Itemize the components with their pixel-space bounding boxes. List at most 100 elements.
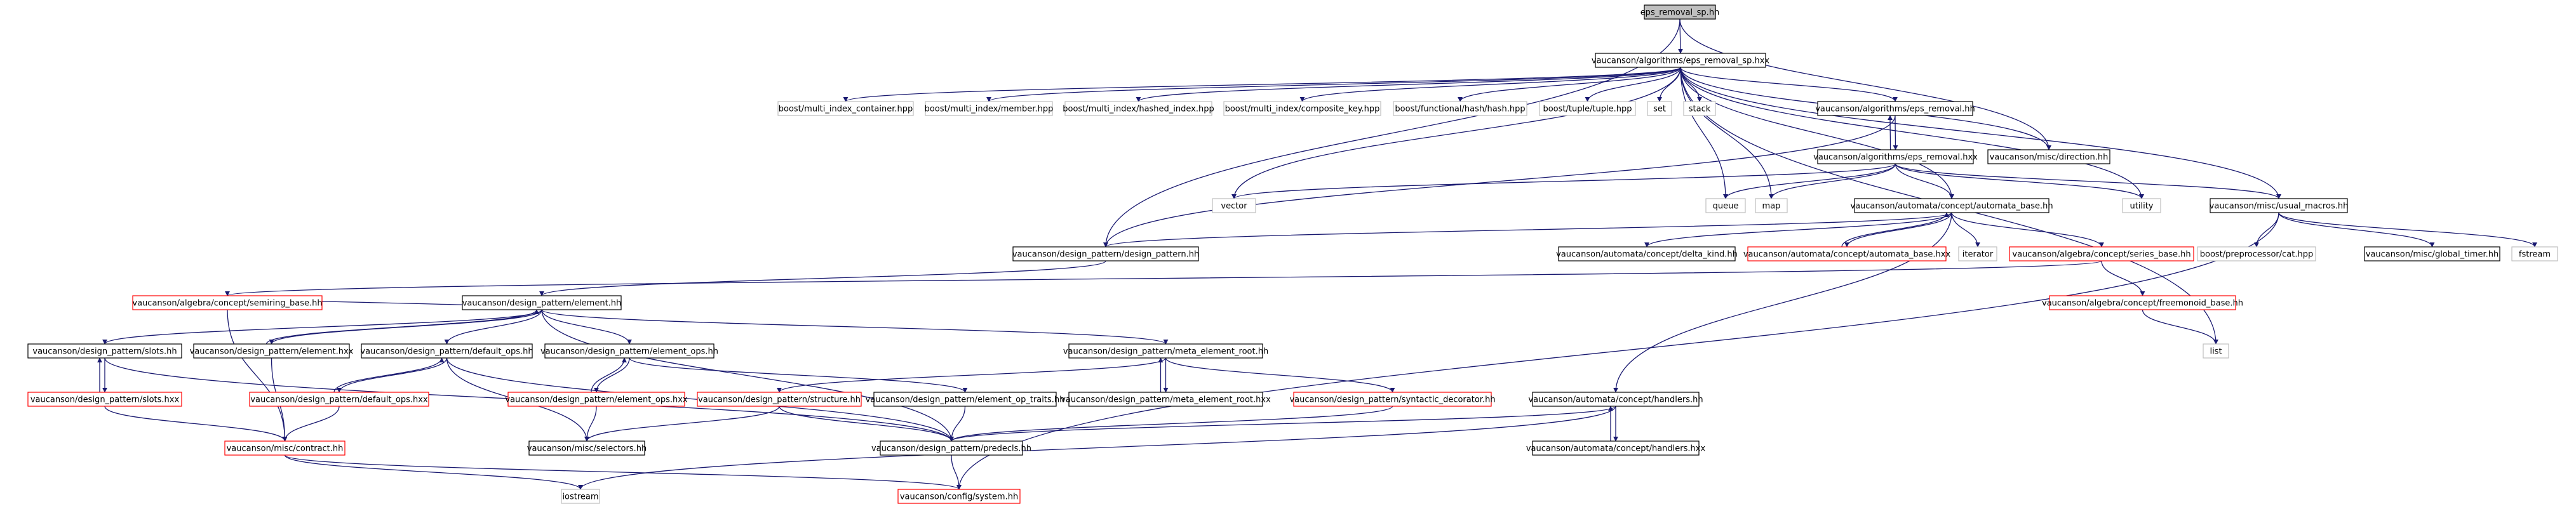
node-set[interactable]: set [1647,101,1672,116]
node-label: vaucanson/design_pattern/element.hxx [190,347,354,357]
node-boost-preprocessor-cat-hpp[interactable]: boost/preprocessor/cat.hpp [2197,246,2316,261]
node-map[interactable]: map [1755,198,1788,213]
node-vaucanson-design-pattern-structure-hh[interactable]: vaucanson/design_pattern/structure.hh [697,392,862,407]
edge-vaucanson-design-pattern-structure-hh-to-vaucanson-misc-selectors-hh [584,406,780,442]
node-vaucanson-design-pattern-syntactic-decorator-hh[interactable]: vaucanson/design_pattern/syntactic_decor… [1289,392,1496,407]
node-label: fstream [2519,250,2551,260]
node-box [925,101,1053,116]
node-vaucanson-algebra-concept-freemonoid-base-hh[interactable]: vaucanson/algebra/concept/freemonoid_bas… [2042,295,2243,310]
edge-vaucanson-algebra-concept-series-base-hh-to-vaucanson-algebra-concept-freemonoid-base-hh [2101,260,2145,296]
node-vector[interactable]: vector [1212,198,1256,213]
node-vaucanson-design-pattern-element-hxx[interactable]: vaucanson/design_pattern/element.hxx [190,343,354,359]
node-box [249,392,429,407]
edge-vaucanson-algorithms-eps-removal-hxx-to-vaucanson-misc-usual-macros-hh [1895,163,2281,199]
node-vaucanson-automata-concept-automata-base-hh[interactable]: vaucanson/automata/concept/automata_base… [1850,198,2053,213]
node-vaucanson-design-pattern-element-op-traits-hh[interactable]: vaucanson/design_pattern/element_op_trai… [866,392,1065,407]
node-label: utility [2130,202,2154,211]
edge-eps-removal-sp-hh-to-vaucanson-design-pattern-design-pattern-hh [1103,18,1680,248]
edge-vaucanson-algorithms-eps-removal-sp-hxx-to-queue [1680,67,1728,199]
node-vaucanson-misc-usual-macros-hh[interactable]: vaucanson/misc/usual_macros.hh [2210,198,2349,213]
node-box [2122,198,2161,213]
node-vaucanson-design-pattern-slots-hh[interactable]: vaucanson/design_pattern/slots.hh [27,343,182,359]
node-vaucanson-design-pattern-meta-element-root-hxx[interactable]: vaucanson/design_pattern/meta_element_ro… [1061,392,1271,407]
node-vaucanson-automata-concept-automata-base-hxx[interactable]: vaucanson/automata/concept/automata_base… [1743,246,1951,261]
node-vaucanson-design-pattern-design-pattern-hh[interactable]: vaucanson/design_pattern/design_pattern.… [1012,246,1199,261]
node-list[interactable]: list [2203,343,2229,359]
node-box [2203,343,2229,359]
edge-vaucanson-automata-concept-automata-base-hh-to-vaucanson-automata-concept-automata-base-hxx [1844,212,1952,248]
edge-vaucanson-misc-usual-macros-hh-to-fstream [2278,212,2537,248]
edge-vaucanson-misc-contract-hh-to-vaucanson-config-system-hh [284,454,962,490]
node-vaucanson-misc-direction-hh[interactable]: vaucanson/misc/direction.hh [1987,149,2110,164]
node-box [1068,392,1263,407]
nodes-layer: eps_removal_sp.hh vaucanson/algorithms/ep… [27,4,2558,504]
node-label: vector [1221,202,1247,211]
edge-vaucanson-design-pattern-element-ops-hh-to-vaucanson-design-pattern-element-ops-hxx [594,357,630,393]
node-label: list [2210,347,2222,357]
node-boost-multi-index-hashed-index-hpp[interactable]: boost/multi_index/hashed_index.hpp [1063,101,1214,116]
node-box [1817,101,1973,116]
node-vaucanson-algebra-concept-semiring-base-hh[interactable]: vaucanson/algebra/concept/semiring_base.… [132,295,323,310]
node-vaucanson-algorithms-eps-removal-sp-hxx[interactable]: vaucanson/algorithms/eps_removal_sp.hxx [1592,53,1770,68]
node-vaucanson-design-pattern-element-ops-hxx[interactable]: vaucanson/design_pattern/element_ops.hxx [505,392,688,407]
edge-vaucanson-design-pattern-meta-element-root-hh-to-vaucanson-design-pattern-structure-hh [777,357,1167,393]
node-vaucanson-misc-contract-hh[interactable]: vaucanson/misc/contract.hh [224,440,345,456]
node-box [1212,198,1256,213]
node-label: boost/preprocessor/cat.hpp [2200,250,2313,260]
edge-vaucanson-algorithms-eps-removal-sp-hxx-to-boost-tuple-tuple-hpp [1585,67,1681,102]
node-vaucanson-config-system-hh[interactable]: vaucanson/config/system.hh [897,489,1021,504]
node-box [1644,4,1716,20]
node-utility[interactable]: utility [2122,198,2161,213]
node-box [1393,101,1527,116]
node-vaucanson-design-pattern-meta-element-root-hh[interactable]: vaucanson/design_pattern/meta_element_ro… [1063,343,1268,359]
node-vaucanson-design-pattern-element-hh[interactable]: vaucanson/design_pattern/element.hh [462,295,622,310]
node-vaucanson-misc-global-timer-hh[interactable]: vaucanson/misc/global_timer.hh [2364,246,2500,261]
node-vaucanson-automata-concept-delta-kind-hh[interactable]: vaucanson/automata/concept/delta_kind.hh [1556,246,1738,261]
edge-vaucanson-algorithms-eps-removal-hxx-to-vaucanson-algorithms-eps-removal-hh [1888,115,1893,150]
node-label: vaucanson/design_pattern/element_op_trai… [866,395,1065,405]
node-label: boost/multi_index/member.hpp [925,105,1054,114]
node-box [2511,246,2558,261]
edge-vaucanson-algebra-concept-freemonoid-base-hh-to-list [2142,309,2218,345]
node-iterator[interactable]: iterator [1958,246,1997,261]
node-vaucanson-design-pattern-slots-hxx[interactable]: vaucanson/design_pattern/slots.hxx [27,392,182,407]
node-boost-functional-hash-hash-hpp[interactable]: boost/functional/hash/hash.hpp [1393,101,1527,116]
node-vaucanson-misc-selectors-hh[interactable]: vaucanson/misc/selectors.hh [527,440,647,456]
edge-vaucanson-algorithms-eps-removal-sp-hxx-to-vaucanson-algorithms-eps-removal-hh [1680,67,1898,102]
edge-vaucanson-design-pattern-element-hh-to-vaucanson-design-pattern-meta-element-root-hh [541,309,1169,345]
node-vaucanson-automata-concept-handlers-hxx[interactable]: vaucanson/automata/concept/handlers.hxx [1526,440,1706,456]
node-label: eps_removal_sp.hh [1640,8,1720,18]
node-vaucanson-design-pattern-predecls-hh[interactable]: vaucanson/design_pattern/predecls.hh [871,440,1031,456]
node-vaucanson-design-pattern-default-ops-hh[interactable]: vaucanson/design_pattern/default_ops.hh [360,343,533,359]
node-vaucanson-algebra-concept-series-base-hh[interactable]: vaucanson/algebra/concept/series_base.hh [2009,246,2194,261]
node-label: vaucanson/design_pattern/element_ops.hxx [505,395,688,405]
node-vaucanson-design-pattern-default-ops-hxx[interactable]: vaucanson/design_pattern/default_ops.hxx [249,392,429,407]
node-vaucanson-algorithms-eps-removal-hxx[interactable]: vaucanson/algorithms/eps_removal.hxx [1813,149,1978,164]
node-box [880,440,1023,456]
node-label: vaucanson/automata/concept/delta_kind.hh [1556,250,1738,260]
node-boost-tuple-tuple-hpp[interactable]: boost/tuple/tuple.hpp [1539,101,1636,116]
edge-vaucanson-design-pattern-default-ops-hxx-to-vaucanson-misc-contract-hh [282,406,340,442]
node-box [1532,392,1700,407]
node-queue[interactable]: queue [1705,198,1746,213]
node-stack[interactable]: stack [1683,101,1716,116]
node-vaucanson-design-pattern-element-ops-hh[interactable]: vaucanson/design_pattern/element_ops.hh [540,343,718,359]
node-iostream[interactable]: iostream [561,489,600,504]
node-fstream[interactable]: fstream [2511,246,2558,261]
node-label: vaucanson/automata/concept/automata_base… [1850,202,2053,211]
node-vaucanson-algorithms-eps-removal-hh[interactable]: vaucanson/algorithms/eps_removal.hh [1815,101,1975,116]
edge-vaucanson-design-pattern-element-hh-to-vaucanson-design-pattern-element-ops-hh [541,309,632,345]
node-vaucanson-automata-concept-handlers-hh[interactable]: vaucanson/automata/concept/handlers.hh [1528,392,1703,407]
node-boost-multi-index-container-hpp[interactable]: boost/multi_index_container.hpp [777,101,914,116]
node-label: iostream [562,493,598,502]
node-eps-removal-sp-hh[interactable]: eps_removal_sp.hh [1640,4,1720,20]
node-label: vaucanson/design_pattern/meta_element_ro… [1063,347,1268,357]
edge-vaucanson-design-pattern-element-hh-to-vaucanson-design-pattern-slots-hh [102,309,542,345]
edge-vaucanson-algorithms-eps-removal-sp-hxx-to-boost-multi-index-hashed-index-hpp [1136,67,1681,102]
edge-vaucanson-algorithms-eps-removal-sp-hxx-to-utility [1680,67,2144,199]
node-label: boost/multi_index_container.hpp [779,105,913,114]
node-boost-multi-index-member-hpp[interactable]: boost/multi_index/member.hpp [925,101,1054,116]
edge-vaucanson-design-pattern-syntactic-decorator-hh-to-vaucanson-design-pattern-predecls-hh [949,406,1393,442]
node-boost-multi-index-composite-key-hpp[interactable]: boost/multi_index/composite_key.hpp [1223,101,1381,116]
